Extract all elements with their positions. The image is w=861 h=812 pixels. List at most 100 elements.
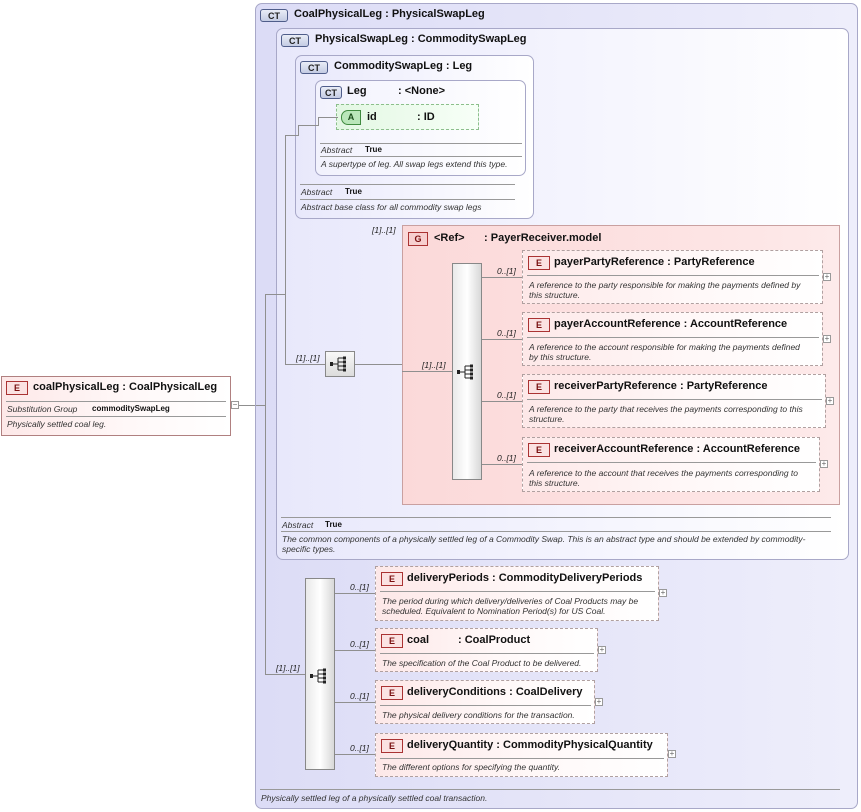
expand-toggle[interactable]: + [826, 396, 834, 405]
element-payer-party-reference[interactable]: E payerPartyReference : PartyReference A… [522, 250, 823, 304]
sequence-compositor-icon [310, 668, 326, 684]
connector [285, 135, 286, 365]
ct-commodity-doc: Abstract base class for all commodity sw… [301, 202, 482, 212]
expand-toggle[interactable]: + [823, 334, 831, 343]
element-cardinality: 0..[1] [350, 639, 369, 649]
cardinality-label: [1]..[1] [296, 353, 320, 363]
expand-toggle[interactable]: + [659, 588, 667, 597]
connector [335, 754, 375, 755]
element-doc: A reference to the account responsible f… [529, 342, 800, 352]
connector [318, 117, 319, 126]
connector [298, 125, 299, 136]
expand-toggle[interactable]: + [595, 697, 603, 706]
divider [380, 653, 594, 654]
root-doc: Physically settled coal leg. [7, 419, 107, 429]
divider [300, 199, 515, 200]
element-delivery-periods[interactable]: E deliveryPeriods : CommodityDeliveryPer… [375, 566, 659, 621]
divider [320, 156, 522, 157]
attribute-id[interactable]: A id : ID [336, 104, 479, 130]
expand-toggle[interactable]: + [668, 749, 676, 758]
element-doc: A reference to the account that receives… [529, 468, 799, 478]
element-doc: scheduled. Equivalent to Nomination Peri… [382, 606, 606, 616]
ct-coal-doc: Physically settled leg of a physically s… [261, 793, 488, 803]
ct-leg-base: : <None> [398, 85, 446, 97]
element-title: deliveryQuantity : CommodityPhysicalQuan… [407, 739, 653, 751]
root-element-title: coalPhysicalLeg : CoalPhysicalLeg [33, 381, 218, 393]
element-title: receiverPartyReference : PartyReference [554, 380, 768, 392]
complex-type-badge: CT [281, 34, 309, 47]
connector [265, 674, 305, 675]
connector [256, 405, 266, 406]
element-payer-account-reference[interactable]: E payerAccountReference : AccountReferen… [522, 312, 823, 366]
connector [239, 405, 256, 406]
sequence-compositor[interactable] [452, 263, 482, 480]
ct-leg-name: Leg [347, 85, 367, 97]
element-badge: E [6, 381, 28, 395]
connector [298, 125, 318, 126]
divider [527, 462, 816, 463]
element-doc: The specification of the Coal Product to… [382, 658, 582, 668]
sequence-compositor[interactable] [305, 578, 335, 770]
element-receiver-party-reference[interactable]: E receiverPartyReference : PartyReferenc… [522, 374, 826, 428]
element-badge: E [381, 634, 403, 648]
collapse-toggle[interactable]: − [231, 400, 239, 409]
element-delivery-quantity[interactable]: E deliveryQuantity : CommodityPhysicalQu… [375, 733, 668, 777]
connector [285, 364, 325, 365]
group-ref: <Ref> [434, 232, 465, 244]
element-badge: E [528, 256, 550, 270]
element-doc: The period during which delivery/deliver… [382, 596, 639, 606]
element-badge: E [528, 318, 550, 332]
complex-type-badge: CT [260, 9, 288, 22]
divider [527, 275, 819, 276]
divider [527, 399, 822, 400]
group-seq-cardinality: [1]..[1] [422, 360, 446, 370]
connector [402, 371, 452, 372]
expand-toggle[interactable]: + [823, 272, 831, 281]
divider [6, 401, 226, 402]
element-title: deliveryConditions : CoalDelivery [407, 686, 583, 698]
complex-type-badge: CT [300, 61, 328, 74]
element-cardinality: 0..[1] [497, 390, 516, 400]
element-cardinality: 0..[1] [497, 266, 516, 276]
ct-physical-title: PhysicalSwapLeg : CommoditySwapLeg [315, 33, 527, 45]
divider [300, 184, 515, 185]
divider [380, 591, 655, 592]
element-doc: this structure. [529, 478, 581, 488]
connector [482, 464, 522, 465]
connector [265, 294, 285, 295]
divider [380, 705, 591, 706]
element-badge: E [381, 572, 403, 586]
expand-toggle[interactable]: + [598, 645, 606, 654]
divider [281, 531, 831, 532]
connector [335, 650, 375, 651]
substitution-label: Substitution Group [7, 404, 78, 414]
group-cardinality: [1]..[1] [372, 225, 396, 235]
abstract-label: Abstract [282, 520, 314, 530]
attribute-name: id [367, 111, 377, 123]
ct-commodity-title: CommoditySwapLeg : Leg [334, 60, 473, 72]
element-doc: The physical delivery conditions for the… [382, 710, 575, 720]
group-type: : PayerReceiver.model [484, 232, 602, 244]
connector [265, 294, 266, 674]
abstract-value: True [365, 145, 382, 154]
element-receiver-account-reference[interactable]: E receiverAccountReference : AccountRefe… [522, 437, 820, 492]
element-coal[interactable]: E coal : CoalProduct The specification o… [375, 628, 598, 672]
expand-toggle[interactable]: + [820, 459, 828, 468]
root-element-box[interactable]: E coalPhysicalLeg : CoalPhysicalLeg Subs… [1, 376, 231, 436]
divider [260, 789, 840, 790]
element-title: payerAccountReference : AccountReference [554, 318, 788, 330]
element-cardinality: 0..[1] [350, 743, 369, 753]
connector [482, 277, 522, 278]
connector [318, 117, 338, 118]
abstract-label: Abstract [301, 187, 333, 197]
element-delivery-conditions[interactable]: E deliveryConditions : CoalDelivery The … [375, 680, 595, 724]
attribute-badge: A [341, 110, 361, 125]
attribute-type: : ID [417, 111, 435, 123]
abstract-value: True [325, 520, 342, 529]
divider [320, 143, 522, 144]
element-title: receiverAccountReference : AccountRefere… [554, 443, 800, 455]
element-doc: this structure. [529, 290, 581, 300]
element-badge: E [528, 380, 550, 394]
connector [482, 339, 522, 340]
sequence-compositor[interactable] [325, 351, 355, 377]
